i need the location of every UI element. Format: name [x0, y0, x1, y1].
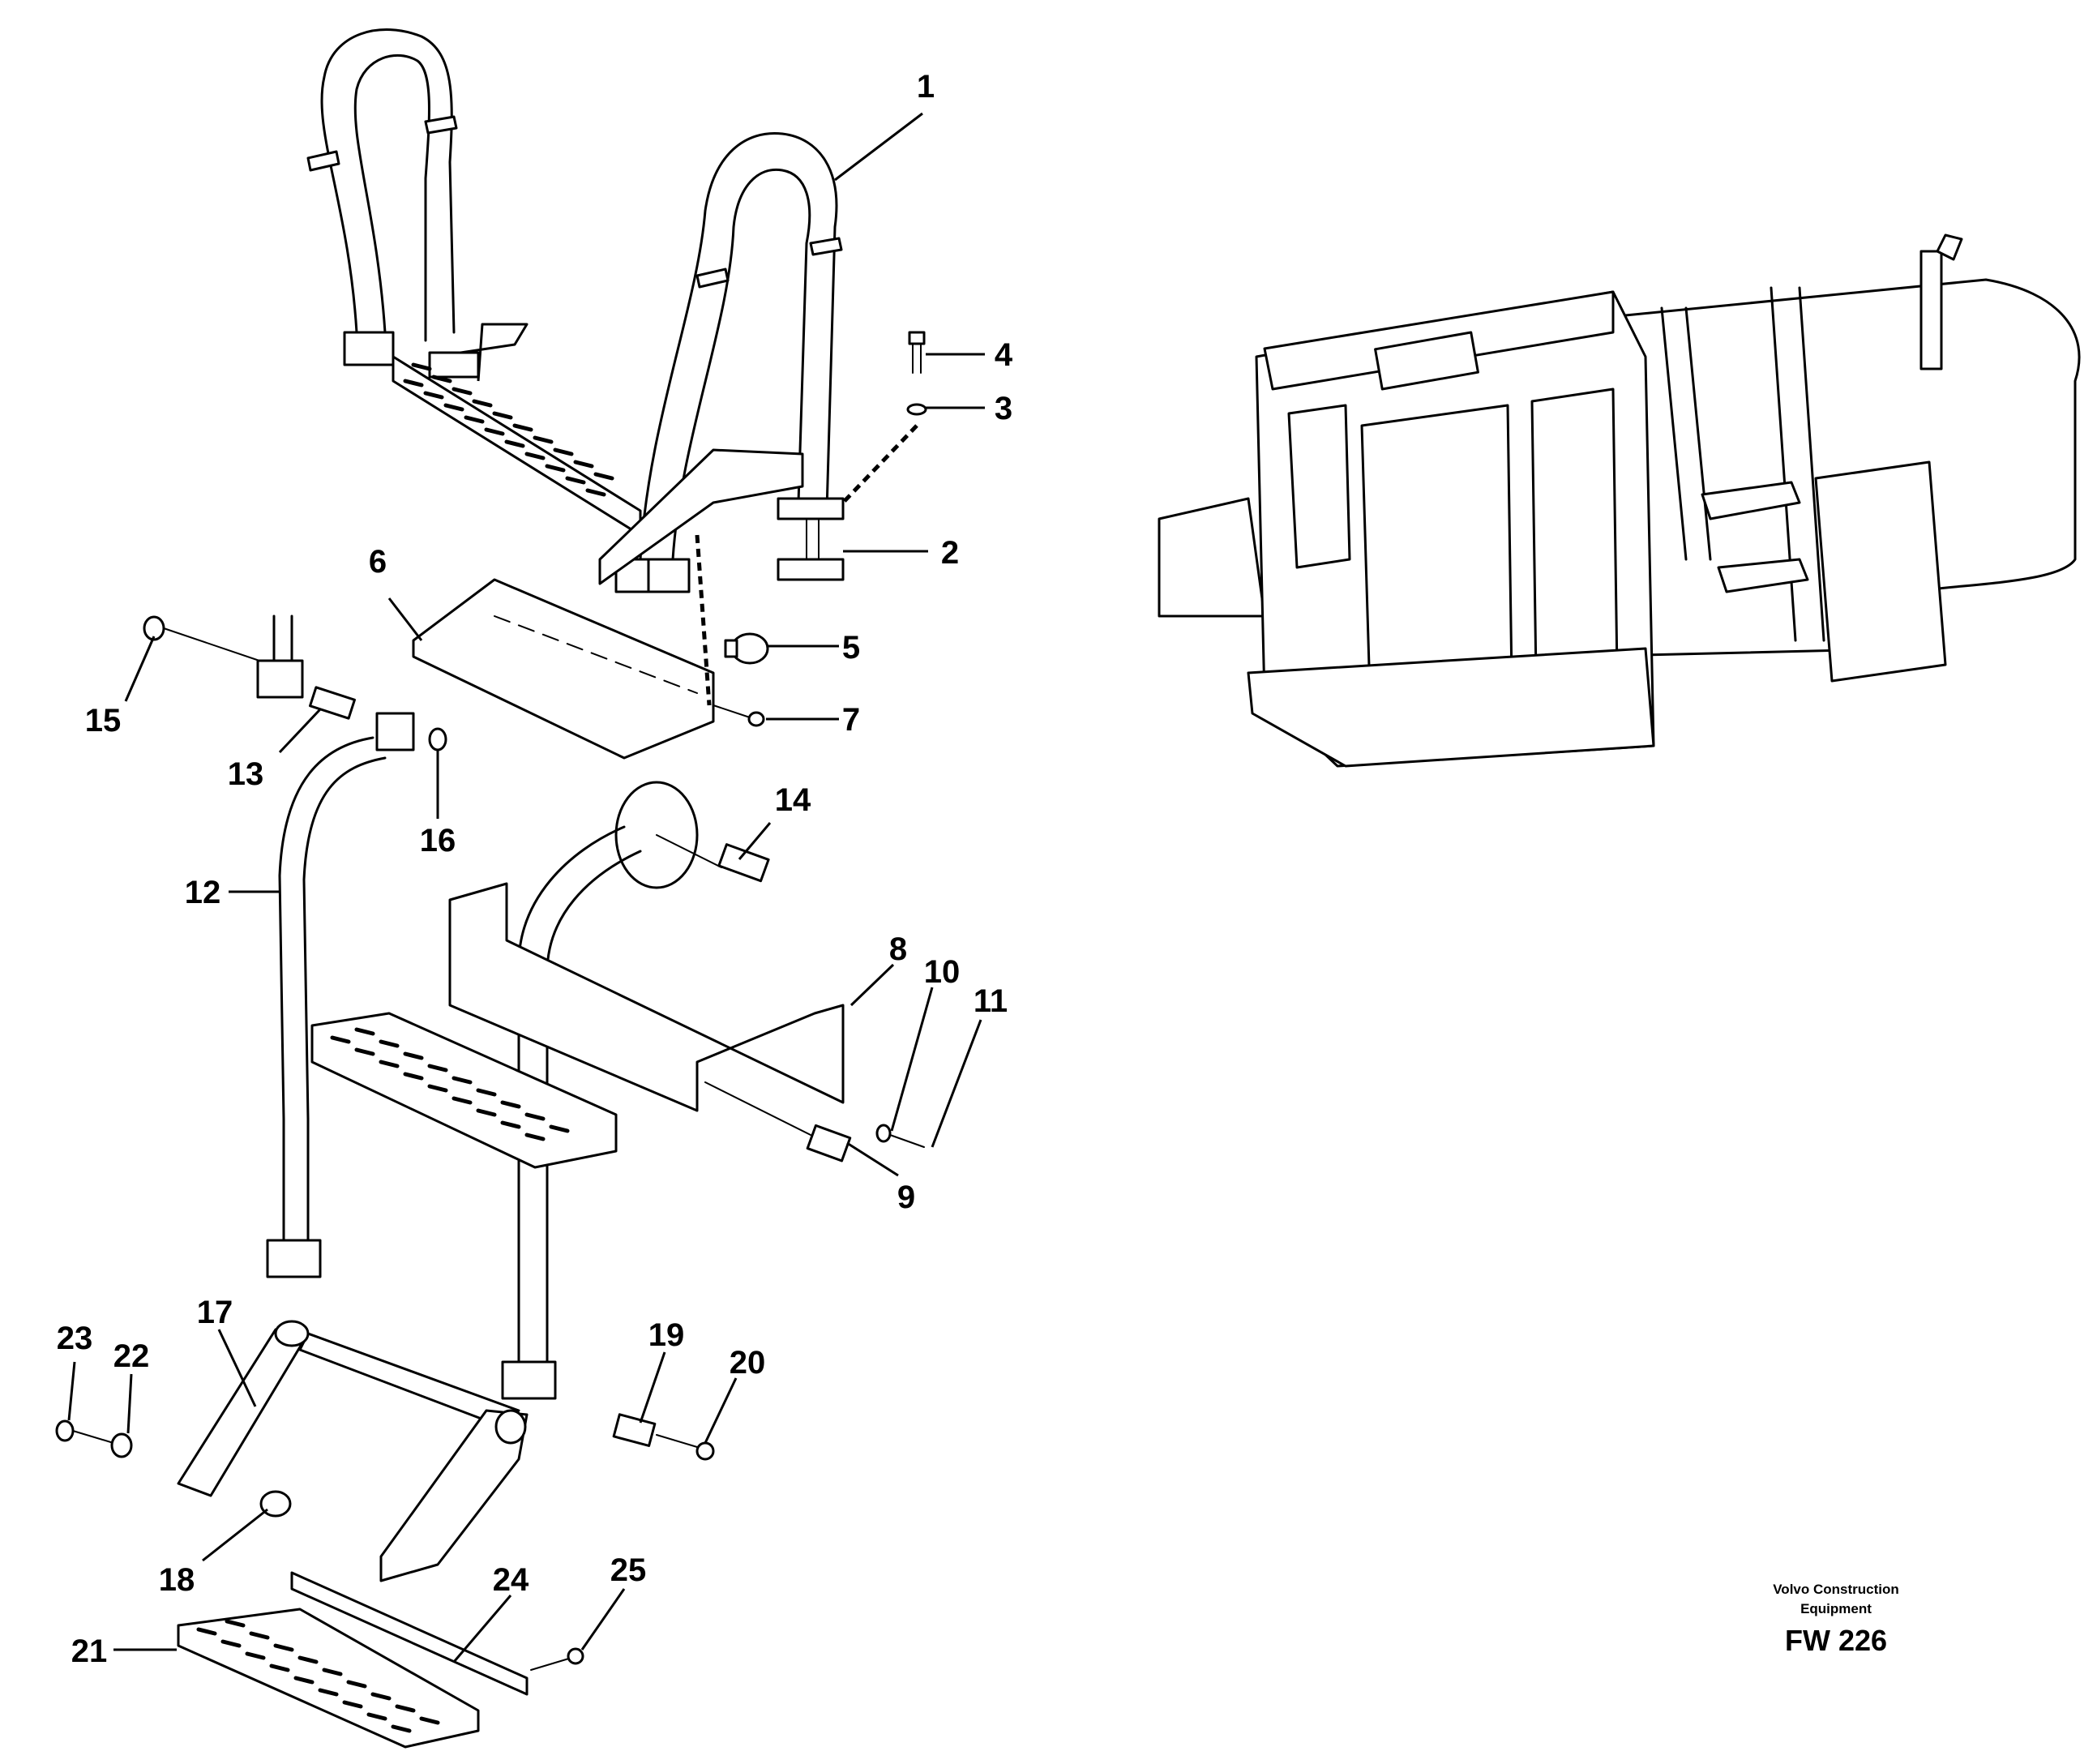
- part-label-22: 22: [113, 1338, 150, 1374]
- part-label-14: 14: [775, 782, 811, 818]
- upper-step-grate: [403, 362, 614, 497]
- part-label-24: 24: [493, 1562, 529, 1598]
- part-label-25: 25: [610, 1552, 647, 1588]
- footer-line2: Equipment: [1800, 1601, 1872, 1616]
- upper-step-assembly: [306, 28, 927, 760]
- lower-step-assembly: [55, 614, 925, 1749]
- part-label-4: 4: [995, 337, 1013, 373]
- part-label-16: 16: [420, 823, 456, 858]
- part-label-8: 8: [889, 931, 907, 967]
- part-labels: 1 2 3 4 5 6 7 8 9 10 11 12 13 14 15 16 1…: [57, 69, 1013, 1669]
- leader-lines: [67, 112, 985, 1663]
- footer-line1: Volvo Construction: [1773, 1582, 1899, 1597]
- machine-overview: [1158, 233, 2081, 768]
- part-label-9: 9: [897, 1180, 915, 1215]
- part-label-20: 20: [730, 1345, 766, 1381]
- bottom-step-grate: [196, 1619, 440, 1733]
- part-label-7: 7: [842, 702, 860, 738]
- part-label-23: 23: [57, 1321, 93, 1356]
- part-label-6: 6: [369, 544, 387, 580]
- part-label-2: 2: [941, 535, 959, 571]
- part-label-15: 15: [85, 703, 122, 739]
- part-label-21: 21: [71, 1633, 108, 1669]
- part-label-19: 19: [648, 1317, 685, 1353]
- publisher-footer: Volvo Construction Equipment FW 226: [1773, 1582, 1899, 1657]
- part-label-13: 13: [228, 756, 264, 792]
- part-label-18: 18: [159, 1562, 195, 1598]
- part-label-3: 3: [995, 391, 1012, 426]
- part-label-10: 10: [924, 954, 961, 990]
- lower-step-grate: [330, 1027, 570, 1141]
- part-label-12: 12: [185, 875, 221, 910]
- part-label-11: 11: [974, 983, 1008, 1019]
- footer-code: FW 226: [1785, 1624, 1887, 1657]
- part-label-17: 17: [197, 1295, 233, 1330]
- part-label-5: 5: [842, 630, 860, 666]
- part-label-1: 1: [917, 69, 935, 105]
